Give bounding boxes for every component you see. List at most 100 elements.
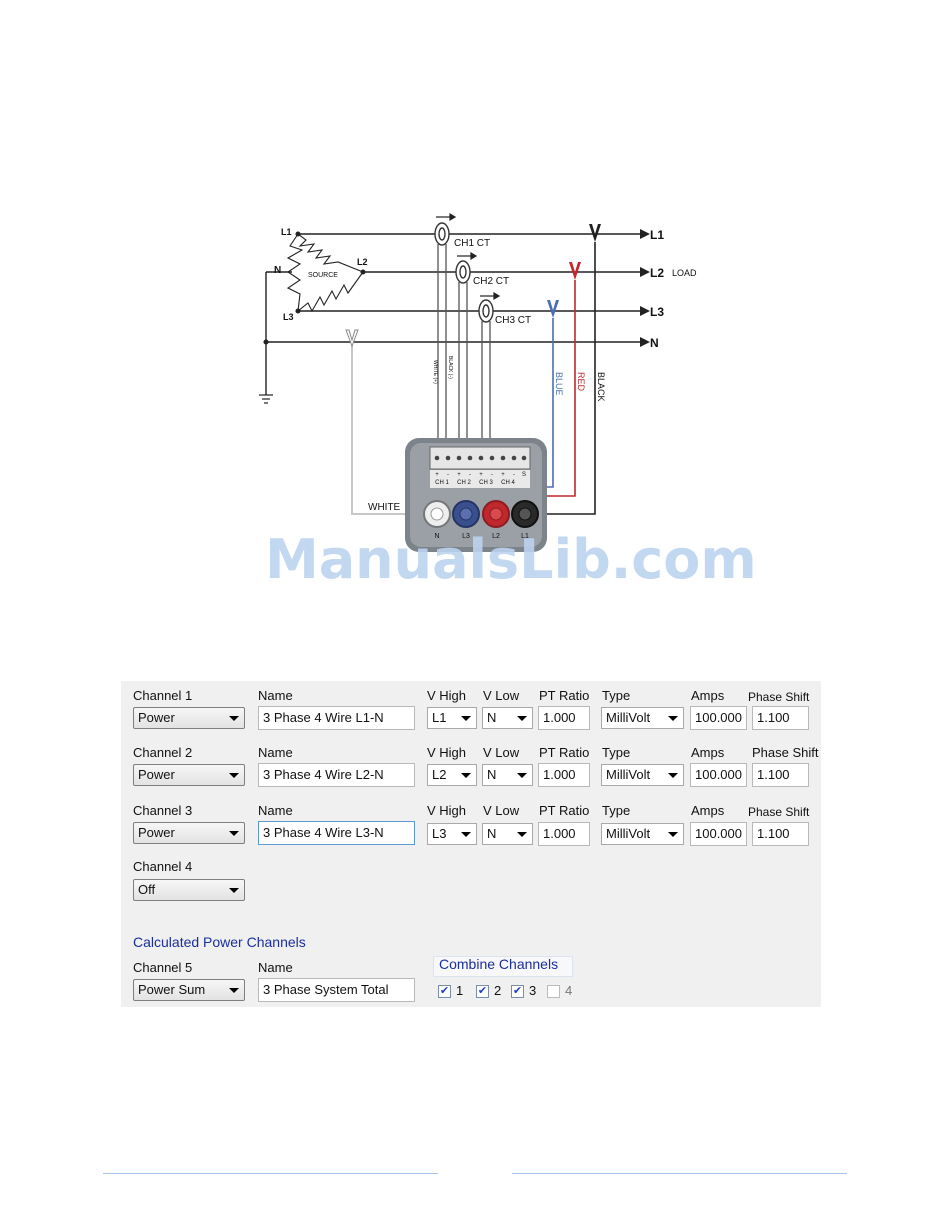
ct2-label: CH2 CT	[473, 276, 509, 287]
channel-3-mode-value: Power	[138, 825, 175, 840]
channel-5-mode-select[interactable]: Power Sum	[133, 979, 245, 1001]
terminal-sign: -	[469, 472, 471, 478]
channel-3-vhigh-select[interactable]: L3	[427, 823, 477, 845]
combine-3-checkbox[interactable]: ✔	[511, 985, 524, 998]
channel-3-vlow-select[interactable]: N	[482, 823, 533, 845]
channel-3-phase-input[interactable]: 1.100	[752, 822, 809, 846]
channel-1-mode-value: Power	[138, 710, 175, 725]
channel-5-mode-value: Power Sum	[138, 982, 206, 997]
channel-1-pt-input[interactable]: 1.000	[538, 706, 590, 730]
channel-4-label: Channel 4	[133, 859, 193, 874]
combine-channels-group	[433, 956, 573, 977]
channel-1-vlow-value: N	[487, 710, 497, 725]
vlow-header: V Low	[483, 745, 520, 760]
phase-shift-header: Phase Shift	[752, 745, 819, 760]
type-header: Type	[602, 803, 631, 818]
channel-2-name-input[interactable]: 3 Phase 4 Wire L2-N	[258, 763, 415, 787]
channel-4-mode-select[interactable]: Off	[133, 879, 245, 901]
channel-2-vhigh-select[interactable]: L2	[427, 764, 477, 786]
channel-2-vlow-select[interactable]: N	[482, 764, 533, 786]
footer-divider-right	[512, 1173, 847, 1174]
jack-label: L3	[462, 533, 470, 540]
terminal-channel: CH 3	[479, 480, 493, 486]
channel-2-pt-input[interactable]: 1.000	[538, 763, 590, 787]
chevron-down-icon	[668, 832, 678, 837]
terminal-channel: CH 2	[457, 480, 471, 486]
vhigh-header: V High	[427, 745, 467, 760]
terminal-channel: CH 1	[435, 480, 449, 486]
label-l3: L3	[650, 305, 664, 319]
vhigh-header: V High	[427, 688, 467, 703]
channel-2-mode-select[interactable]: Power	[133, 764, 245, 786]
channel-3-type-value: MilliVolt	[606, 826, 651, 841]
channel-1-type-select[interactable]: MilliVolt	[601, 707, 684, 729]
chevron-down-icon	[229, 773, 239, 778]
channel-2-phase-input[interactable]: 1.100	[752, 763, 809, 787]
phase-shift-header: Phase Shift	[748, 805, 810, 819]
chevron-down-icon	[229, 716, 239, 721]
watermark: ManualsLib.com	[265, 528, 757, 591]
channel-3-name-input[interactable]: 3 Phase 4 Wire L3-N	[258, 821, 415, 845]
channel-3-pt-input[interactable]: 1.000	[538, 822, 590, 846]
channel-2-type-select[interactable]: MilliVolt	[601, 764, 684, 786]
combine-1-checkbox[interactable]: ✔	[438, 985, 451, 998]
jack-label: L1	[521, 533, 529, 540]
channel-1-vlow-select[interactable]: N	[482, 707, 533, 729]
label-l1: L1	[650, 228, 664, 242]
wire-blue-label: BLUE	[554, 372, 564, 396]
channel-1-phase-input[interactable]: 1.100	[752, 706, 809, 730]
combine-1-label: 1	[456, 983, 464, 998]
channel-3-mode-select[interactable]: Power	[133, 822, 245, 844]
channel-1-vhigh-value: L1	[432, 710, 447, 725]
label-n: N	[650, 336, 659, 350]
channel-1-name-input[interactable]: 3 Phase 4 Wire L1-N	[258, 706, 415, 730]
wire-red-label: RED	[576, 372, 586, 392]
channel-1-type-value: MilliVolt	[606, 710, 651, 725]
combine-4-checkbox[interactable]	[547, 985, 560, 998]
phase-shift-header: Phase Shift	[748, 690, 810, 704]
label-l2: L2	[650, 266, 664, 280]
channel-5-label: Channel 5	[133, 960, 193, 975]
name-header: Name	[258, 745, 293, 760]
terminal-channel: CH 4	[501, 480, 515, 486]
chevron-down-icon	[229, 888, 239, 893]
channel-5-name-input[interactable]: 3 Phase System Total	[258, 978, 415, 1002]
terminal-sign: +	[457, 472, 461, 478]
chevron-down-icon	[668, 773, 678, 778]
channel-1-mode-select[interactable]: Power	[133, 707, 245, 729]
channel-3-vlow-value: N	[487, 826, 497, 841]
combine-channels-title: Combine Channels	[439, 956, 559, 972]
channel-2-amps-input[interactable]: 100.000	[690, 763, 747, 787]
source-l3: L3	[283, 312, 294, 322]
ct3-label: CH3 CT	[495, 315, 531, 326]
chevron-down-icon	[517, 716, 527, 721]
chevron-down-icon	[229, 988, 239, 993]
channel-2-vhigh-value: L2	[432, 767, 447, 782]
channel-3-type-select[interactable]: MilliVolt	[601, 823, 684, 845]
wire-white-label: WHITE	[368, 502, 401, 513]
combine-2-checkbox[interactable]: ✔	[476, 985, 489, 998]
chevron-down-icon	[461, 832, 471, 837]
combine-2-label: 2	[494, 983, 502, 998]
combine-4-label: 4	[565, 983, 573, 998]
wiring-diagram: L1 L2 LOAD L3 N L1 L2 L3 N SOURCE CH1 CT…	[259, 212, 697, 552]
name-header: Name	[258, 803, 293, 818]
wire-black-label: BLACK	[596, 372, 606, 402]
clip-icons	[345, 224, 601, 348]
source-l2: L2	[357, 257, 368, 267]
source-label: SOURCE	[308, 272, 338, 279]
type-header: Type	[602, 745, 631, 760]
meter-device	[405, 438, 547, 552]
combine-3-label: 3	[529, 983, 537, 998]
chevron-down-icon	[461, 773, 471, 778]
channel-1-vhigh-select[interactable]: L1	[427, 707, 477, 729]
channel-4-mode-value: Off	[138, 882, 156, 897]
source-icon	[263, 231, 366, 345]
channel-3-amps-input[interactable]: 100.000	[690, 822, 747, 846]
channel-config-panel: Channel 1 Power Name 3 Phase 4 Wire L1-N…	[121, 681, 821, 1007]
channel-1-amps-input[interactable]: 100.000	[690, 706, 747, 730]
channel-3-vhigh-value: L3	[432, 826, 447, 841]
footer-divider-left	[103, 1173, 438, 1174]
channel-1-label: Channel 1	[133, 688, 193, 703]
terminal-sign: -	[491, 472, 493, 478]
